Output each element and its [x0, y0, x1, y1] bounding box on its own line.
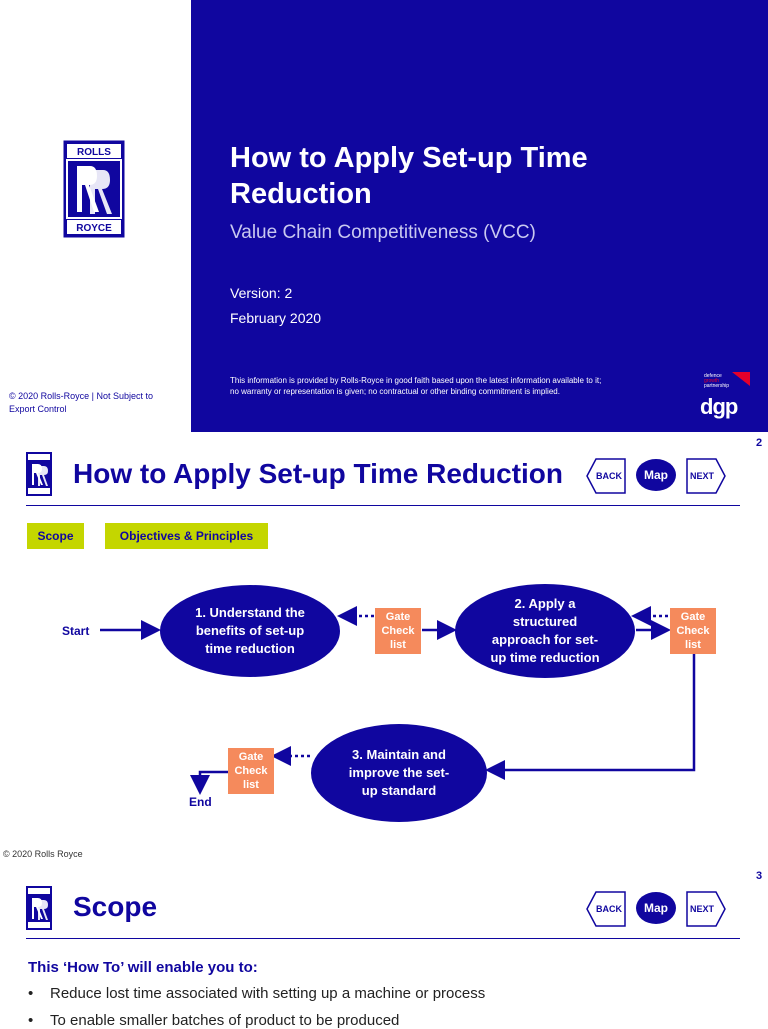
gate-3-line2: Check	[234, 765, 268, 777]
dgp-text-line1: defence	[704, 373, 722, 379]
scope-bullet-1-text: Reduce lost time associated with setting…	[50, 985, 486, 1002]
scope-heading: This ‘How To’ will enable you to:	[28, 959, 258, 976]
next-label[interactable]: NEXT	[690, 904, 715, 914]
step-2-line2: structured	[512, 614, 578, 629]
page-number: 2	[756, 437, 763, 449]
step-1-line2: benefits of set-up	[195, 623, 305, 638]
dgp-text-line3: partnership	[704, 383, 730, 389]
title-slide: ROLLS ROYCE How to Apply Set-up Time Red…	[0, 0, 768, 432]
document-subtitle: Value Chain Competitiveness (VCC)	[230, 222, 536, 243]
disclaimer-line2: no warranty or representation is given; …	[230, 387, 560, 396]
back-button[interactable]	[586, 458, 626, 494]
back-label[interactable]: BACK	[596, 904, 622, 914]
flowchart-connectors	[100, 606, 696, 795]
step-2-ellipse[interactable]: 2. Apply a structured approach for set- …	[455, 584, 635, 678]
title-slide-blue-panel	[191, 0, 768, 432]
rolls-royce-small-logo	[26, 886, 52, 935]
slide-title: How to Apply Set-up Time Reduction	[73, 458, 563, 489]
header-divider	[26, 938, 740, 939]
gate-1-line1: Gate	[385, 611, 411, 623]
date-text: February 2020	[230, 310, 322, 326]
next-label[interactable]: NEXT	[690, 471, 715, 481]
back-label[interactable]: BACK	[596, 471, 622, 481]
scope-bullet-1: • Reduce lost time associated with settin…	[28, 985, 485, 1002]
gate-2-line1: Gate	[680, 611, 706, 623]
gate-checklist-2[interactable]: Gate Check list	[670, 608, 716, 654]
step-3-line3: up standard	[361, 783, 437, 798]
logo-top-text: ROLLS	[77, 147, 111, 158]
title-copyright-line1: © 2020 Rolls-Royce | Not Subject to	[9, 391, 154, 401]
step-2-line3: approach for set-	[491, 632, 599, 647]
disclaimer: This information is provided by Rolls-Ro…	[230, 375, 670, 397]
rolls-royce-small-logo	[26, 452, 52, 501]
start-label: Start	[62, 624, 90, 638]
step-3-ellipse[interactable]: 3. Maintain and improve the set- up stan…	[311, 724, 487, 822]
tab-scope[interactable]: Scope	[27, 523, 84, 549]
step-1-line3: time reduction	[205, 641, 295, 656]
step-3-line2: improve the set-	[348, 765, 450, 780]
map-button[interactable]: Map	[636, 892, 676, 924]
gate-2-line3: list	[685, 639, 701, 651]
version-text: Version: 2	[230, 285, 293, 301]
scope-bullet-2: • To enable smaller batches of product to…	[28, 1012, 399, 1029]
gate-2-line2: Check	[676, 625, 710, 637]
dgp-logo: defence growth partnership dgp	[700, 372, 750, 419]
rolls-royce-logo: ROLLS ROYCE	[63, 140, 125, 243]
page-number: 3	[756, 870, 763, 882]
scope-bullet-2-text: To enable smaller batches of product to …	[50, 1012, 400, 1029]
gate-1-line2: Check	[381, 625, 415, 637]
step-2-line4: up time reduction	[490, 650, 600, 665]
step-1-line1: 1. Understand the	[195, 605, 305, 620]
title-copyright: © 2020 Rolls-Royce | Not Subject to Expo…	[9, 390, 179, 416]
step-2-line1: 2. Apply a	[514, 596, 576, 611]
gate-3-line3: list	[243, 779, 259, 791]
step-1-ellipse[interactable]: 1. Understand the benefits of set-up tim…	[160, 585, 340, 677]
gate-1-line3: list	[390, 639, 406, 651]
disclaimer-line1: This information is provided by Rolls-Ro…	[230, 376, 602, 385]
tab-objectives-principles[interactable]: Objectives & Principles	[105, 523, 268, 549]
title-copyright-line2: Export Control	[9, 404, 67, 414]
slide-title: Scope	[73, 891, 158, 922]
back-button[interactable]	[586, 891, 626, 927]
dgp-wordmark: dgp	[700, 394, 738, 419]
header-divider	[26, 505, 740, 506]
document-title-line2: Reduction	[230, 178, 372, 210]
gate-checklist-3[interactable]: Gate Check list	[228, 748, 274, 794]
document-title: How to Apply Set-up Time Reduction	[230, 140, 710, 212]
gate-checklist-1[interactable]: Gate Check list	[375, 608, 421, 654]
document-title-line1: How to Apply Set-up Time	[230, 142, 588, 174]
logo-bottom-text: ROYCE	[76, 223, 112, 234]
step-3-line1: 3. Maintain and	[352, 747, 446, 762]
bullet-dot: •	[28, 1012, 34, 1029]
next-button[interactable]	[686, 891, 726, 927]
slide-copyright: © 2020 Rolls Royce	[3, 849, 83, 859]
end-label: End	[189, 795, 212, 809]
next-button[interactable]	[686, 458, 726, 494]
gate-3-line1: Gate	[238, 751, 264, 763]
dgp-text-line2: growth	[704, 378, 720, 384]
bullet-dot: •	[28, 985, 34, 1002]
map-button[interactable]: Map	[636, 459, 676, 491]
